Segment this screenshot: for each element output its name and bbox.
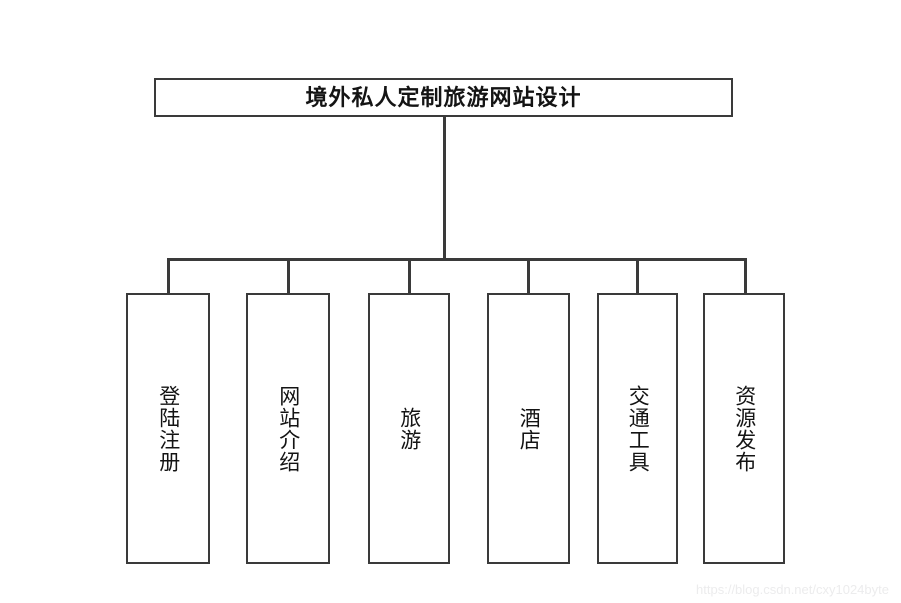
drop-connector-line-2	[287, 258, 290, 294]
leaf-node-travel[interactable]: 旅游	[368, 293, 450, 564]
drop-connector-line-6	[744, 258, 747, 294]
drop-connector-line-3	[408, 258, 411, 294]
leaf-node-transport[interactable]: 交通工具	[597, 293, 678, 564]
leaf-node-label: 网站介绍	[276, 384, 301, 473]
leaf-node-label: 酒店	[517, 406, 542, 451]
leaf-node-label: 资源发布	[732, 384, 757, 473]
leaf-node-label: 交通工具	[626, 384, 651, 473]
leaf-node-login-register[interactable]: 登陆注册	[126, 293, 210, 564]
root-node[interactable]: 境外私人定制旅游网站设计	[154, 78, 733, 117]
bus-connector-line	[168, 258, 747, 261]
leaf-node-label: 登陆注册	[156, 384, 181, 473]
leaf-node-site-intro[interactable]: 网站介绍	[246, 293, 330, 564]
drop-connector-line-5	[636, 258, 639, 294]
leaf-node-label: 旅游	[397, 406, 422, 451]
drop-connector-line-4	[527, 258, 530, 294]
trunk-connector-line	[443, 116, 446, 261]
leaf-node-hotel[interactable]: 酒店	[487, 293, 570, 564]
root-node-label: 境外私人定制旅游网站设计	[305, 84, 582, 110]
leaf-node-resource-publish[interactable]: 资源发布	[703, 293, 785, 564]
watermark-text: https://blog.csdn.net/cxy1024byte	[696, 582, 889, 597]
drop-connector-line-1	[167, 258, 170, 294]
